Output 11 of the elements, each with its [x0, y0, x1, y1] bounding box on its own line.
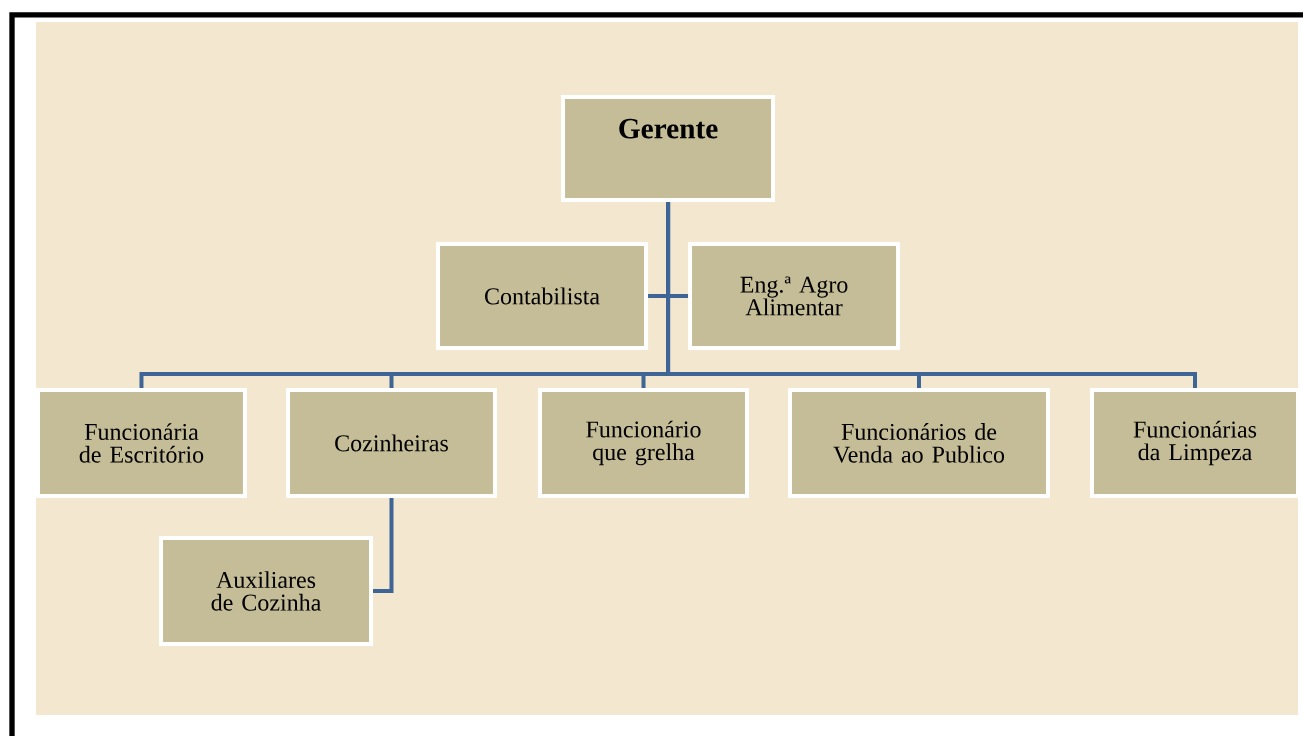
org-box: Funcionários de Venda ao Publico — [788, 387, 1050, 498]
org-box: Cozinheiras — [286, 387, 497, 498]
org-box: Funcionário que grelha — [538, 387, 749, 498]
org-box: Funcionárias da Limpeza — [1090, 387, 1300, 498]
org-box: Funcionária de Escritório — [36, 387, 247, 498]
org-box: Eng.ª Agro Alimentar — [688, 242, 901, 350]
connector-line — [373, 497, 394, 593]
org-box: Gerente — [561, 95, 776, 202]
connector-line — [666, 202, 1197, 388]
org-box: Contabilista — [436, 242, 649, 350]
org-box: Auxiliares de Cozinha — [159, 535, 374, 646]
